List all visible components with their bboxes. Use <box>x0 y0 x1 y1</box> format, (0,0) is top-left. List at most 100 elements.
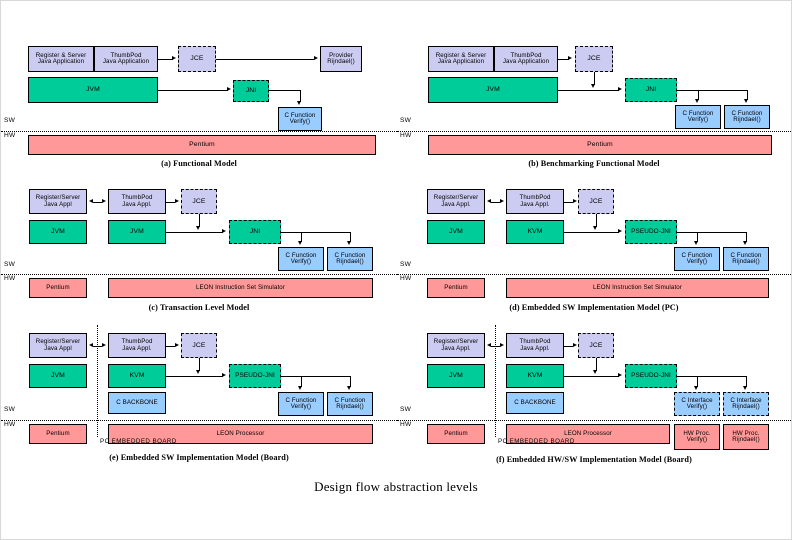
connector-rijndael-v <box>747 90 748 100</box>
block-hw-pentium: Pentium <box>29 278 87 298</box>
arrowhead-jce <box>568 56 572 61</box>
block-hw-pentium: Pentium <box>427 424 485 444</box>
arrowhead-cfunc-rijndael <box>347 386 352 390</box>
arrowhead-left <box>487 199 491 204</box>
arrowhead-cfunc-verify <box>298 241 303 245</box>
arrowhead-left <box>89 343 93 348</box>
label-pc-embedded-board: PC EMBEDDED BOARD <box>100 438 177 445</box>
block-c-function-verify: C Function Verify() <box>278 107 322 131</box>
connector-thumbpod-jce <box>166 202 175 203</box>
panel-caption-f: (f) Embedded HW/SW Implementation Model … <box>496 455 692 464</box>
block-jni: JNI <box>625 78 677 102</box>
arrowhead-jce-down <box>593 370 598 374</box>
connector-jvm-jni <box>558 90 619 91</box>
arrowhead-jni <box>618 229 622 234</box>
block-hw-leon-iss: LEON Instruction Set Simulator <box>506 278 769 298</box>
label-sw: SW <box>400 406 412 413</box>
block-c-function-verify: C Function Verify() <box>278 247 324 271</box>
block-jvm-right: JVM <box>108 220 166 244</box>
block-jce: JCE <box>181 333 217 358</box>
arrowhead-jce <box>573 343 577 348</box>
connector-jni-cfunc-h <box>269 90 300 91</box>
connector-thumbpod-jce <box>564 346 573 347</box>
label-sw: SW <box>400 117 412 124</box>
connector-verify-v <box>697 376 698 387</box>
connector-bidir <box>491 202 500 203</box>
block-hw-pentium: Pentium <box>28 135 376 155</box>
block-kvm: KVM <box>506 220 564 244</box>
block-jvm: JVM <box>28 77 158 103</box>
arrowhead-cfunc-rijndael <box>744 99 749 103</box>
connector-rijndael-v <box>350 232 351 242</box>
block-hw-leon-processor: LEON Processor <box>506 424 670 444</box>
connector-verify-v <box>301 376 302 387</box>
connector-rijndael-v <box>746 232 747 242</box>
connector-jce-down <box>199 358 200 371</box>
arrowhead-jni <box>618 87 622 92</box>
block-thumbpod: ThumbPod Java Application <box>94 46 158 72</box>
label-pc-embedded-board: PC EMBEDDED BOARD <box>498 438 575 445</box>
sw-hw-divider <box>1 274 397 275</box>
panel-b: Register & Server Java Application Thumb… <box>397 31 791 176</box>
block-hw-pentium: Pentium <box>427 278 485 298</box>
connector-jni-out <box>677 376 746 377</box>
label-sw: SW <box>4 117 16 124</box>
panel-caption-a: (a) Functional Model <box>161 159 237 168</box>
panel-d: Register/Server Java Appl. ThumbPod Java… <box>397 179 791 319</box>
arrowhead-jce-down <box>591 84 596 88</box>
block-jvm-left: JVM <box>29 220 87 244</box>
arrowhead-jce <box>175 343 179 348</box>
connector-thumbpod-jce <box>564 202 573 203</box>
block-kvm: KVM <box>108 364 166 388</box>
block-kvm: KVM <box>506 364 564 388</box>
block-jvm: JVM <box>428 77 558 103</box>
connector-jni-out <box>677 90 747 91</box>
panel-caption-b: (b) Benchmarking Functional Model <box>528 159 660 168</box>
label-hw: HW <box>400 275 412 282</box>
connector-kvm-jni <box>166 376 223 377</box>
arrowhead-left <box>89 199 93 204</box>
label-sw: SW <box>4 406 16 413</box>
label-hw: HW <box>400 132 412 139</box>
connector-jvm-jni <box>166 232 223 233</box>
block-c-function-rijndael: C Function Rijndael() <box>724 105 770 129</box>
block-hw-pentium: Pentium <box>29 424 87 444</box>
block-jvm-left: JVM <box>29 364 87 388</box>
connector-jce-provider <box>216 59 314 60</box>
arrowhead-cif-verify <box>694 386 699 390</box>
block-register-server: Register/Server Java Appl <box>29 333 87 358</box>
panel-caption-c: (c) Transaction Level Model <box>148 303 250 312</box>
connector-jce-down <box>596 214 597 227</box>
block-pseudo-jni: PSEUDO-JNI <box>625 220 677 244</box>
block-c-function-rijndael: C Function Rijndael() <box>327 247 373 271</box>
label-hw: HW <box>4 421 16 428</box>
block-jce: JCE <box>178 46 216 72</box>
connector-jni-out <box>281 376 350 377</box>
block-c-function-verify: C Function Verify() <box>278 392 324 416</box>
block-hw-leon-processor: LEON Processor <box>108 424 373 444</box>
panel-c: Register/Server Java Appl ThumbPod Java … <box>1 179 397 319</box>
connector-jce-down <box>596 358 597 371</box>
arrowhead-jni <box>227 87 231 92</box>
arrowhead-right <box>500 199 504 204</box>
arrowhead-jce-down <box>593 226 598 230</box>
panel-f: Register/Server Java Appl. ThumbPod Java… <box>397 321 791 471</box>
connector-jni-out <box>677 232 746 233</box>
connector-thumbpod-jce <box>166 346 175 347</box>
figure-caption: Design flow abstraction levels <box>314 479 478 494</box>
arrowhead-jni <box>618 373 622 378</box>
block-thumbpod: ThumbPod Java Appl. <box>506 189 564 214</box>
arrowhead-jce <box>573 199 577 204</box>
connector-bidir <box>93 202 102 203</box>
block-jni: JNI <box>233 80 269 102</box>
block-c-interface-verify: C Interface Verify() <box>674 392 720 416</box>
block-register-server: Register & Server Java Application <box>28 46 94 72</box>
connector-jni-cfunc-v <box>300 90 301 102</box>
block-c-interface-rijndael: C Interface Rijndael() <box>723 392 769 416</box>
block-register-server: Register & Server Java Application <box>428 46 494 72</box>
pc-board-divider <box>495 325 496 437</box>
block-jvm-left: JVM <box>427 364 485 388</box>
arrowhead-right <box>102 343 106 348</box>
connector-rijndael-v <box>746 376 747 387</box>
arrowhead-jce-down <box>196 226 201 230</box>
